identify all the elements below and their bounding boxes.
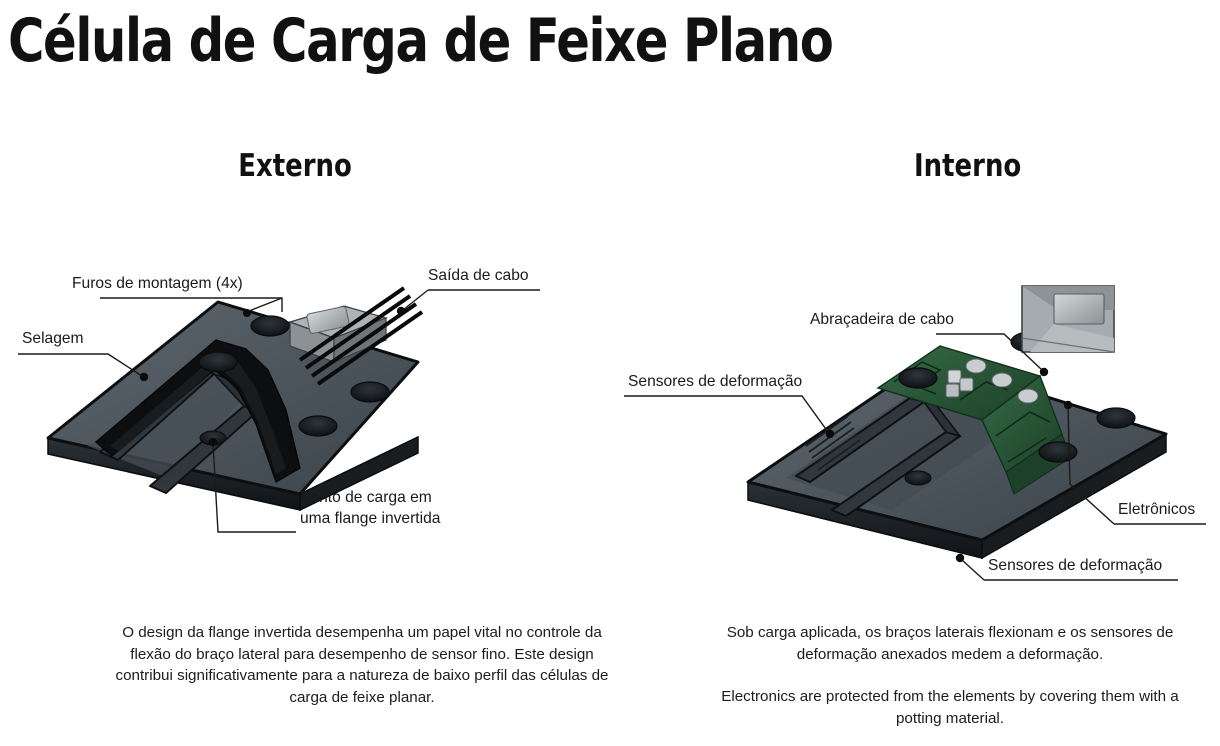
leader-furos-tail — [248, 297, 283, 312]
label-text-abracadeira: Abraçadeira de cabo — [810, 311, 954, 328]
label-text-furos: Furos de montagem (4x) — [72, 275, 243, 292]
cable-wire-1 — [298, 286, 406, 362]
plate-inner-pocket — [786, 392, 1018, 510]
component-cap-1 — [965, 358, 987, 374]
label-sensores-de-deformacao-top: Sensores de deformação — [624, 373, 835, 439]
caption-interno-p2: Electronics are protected from the eleme… — [721, 688, 1179, 727]
component-chip-2 — [959, 377, 974, 392]
center-hole — [904, 470, 932, 486]
label-sensores-de-deformacao-bottom: Sensores de deformação — [955, 553, 1178, 581]
leader-sensores-top — [624, 395, 829, 433]
label-furos-de-montagem: Furos de montagem (4x) — [72, 275, 283, 317]
leader-eletronicos — [1067, 405, 1206, 525]
diagram-externo: Furos de montagem (4x) Saída de cabo Sel… — [0, 210, 610, 610]
mounting-hole-1 — [250, 315, 290, 337]
label-text-selagem: Selagem — [22, 330, 84, 347]
leader-saida — [402, 289, 540, 311]
mounting-hole-2 — [898, 367, 938, 389]
label-text-ponto-line2: uma flange invertida — [300, 510, 441, 527]
cable-clamp-block — [1021, 285, 1115, 353]
section-heading-externo: Externo — [238, 148, 352, 184]
mounting-hole-3 — [1096, 407, 1136, 429]
mounting-hole-4 — [298, 415, 338, 437]
component-cap-2 — [991, 372, 1013, 388]
diagram-interno: Abraçadeira de cabo Sensores de deformaç… — [610, 210, 1220, 610]
clamp-base — [1030, 324, 1114, 352]
page-title: Célula de Carga de Feixe Plano — [8, 6, 834, 76]
leader-dot-saida — [396, 306, 406, 316]
external-load-cell-render: Furos de montagem (4x) Saída de cabo Sel… — [18, 267, 540, 533]
leader-dot-abracadeira — [1039, 367, 1049, 377]
plate-side-front — [299, 435, 419, 512]
label-text-eletronicos: Eletrônicos — [1118, 501, 1195, 518]
leader-sensores-bottom — [961, 559, 1178, 581]
leader-furos — [100, 297, 283, 312]
label-text-sensores-top: Sensores de deformação — [628, 373, 803, 390]
mounting-hole-4 — [1038, 441, 1078, 463]
label-eletronicos: Eletrônicos — [1063, 400, 1206, 525]
caption-externo-p1: O design da flange invertida desempenha … — [115, 624, 609, 706]
component-chip-3 — [945, 383, 960, 398]
component-cap-3 — [1017, 388, 1039, 404]
component-chip-1 — [947, 369, 962, 384]
label-text-ponto-line1: Ponto de carga em — [300, 489, 432, 506]
clamp-edge — [1021, 337, 1115, 353]
leader-dot-eletronicos — [1063, 400, 1073, 410]
leader-dot-ponto — [208, 437, 218, 447]
mounting-hole-2 — [198, 351, 238, 373]
caption-externo: O design da flange invertida desempenha … — [112, 622, 612, 708]
leader-dot-sensores-top — [825, 429, 835, 439]
section-heading-interno: Interno — [914, 148, 1022, 184]
label-ponto-de-carga: Ponto de carga em uma flange invertida — [208, 437, 441, 533]
cable-exit-block — [288, 286, 424, 386]
mounting-hole-3 — [350, 381, 390, 403]
label-text-sensores-bottom: Sensores de deformação — [988, 557, 1163, 574]
leader-dot-selagem — [139, 372, 149, 382]
cable-wire-3 — [310, 302, 418, 378]
pcb-components — [945, 358, 1039, 404]
label-saida-de-cabo: Saída de cabo — [396, 267, 540, 316]
load-cell-plate-external — [46, 286, 424, 512]
clamp-cap — [1053, 293, 1105, 325]
cable-wire-4 — [316, 310, 424, 386]
internal-load-cell-render: Abraçadeira de cabo Sensores de deformaç… — [624, 285, 1206, 581]
sealant-highlight — [110, 354, 286, 474]
cable-wire-2 — [304, 294, 412, 370]
leader-dot-sensores-bottom — [955, 553, 965, 563]
clamp-cap — [306, 306, 350, 334]
caption-interno: Sob carga aplicada, os braços laterais f… — [700, 622, 1200, 729]
load-cell-plate-internal — [746, 285, 1168, 560]
leader-selagem — [18, 353, 143, 377]
label-selagem: Selagem — [18, 330, 149, 382]
label-text-saida: Saída de cabo — [428, 267, 529, 284]
label-abracadeira-de-cabo: Abraçadeira de cabo — [810, 311, 1049, 377]
leader-ponto — [212, 442, 296, 533]
leader-abracadeira — [936, 333, 1043, 371]
caption-interno-p1: Sob carga aplicada, os braços laterais f… — [726, 624, 1174, 663]
